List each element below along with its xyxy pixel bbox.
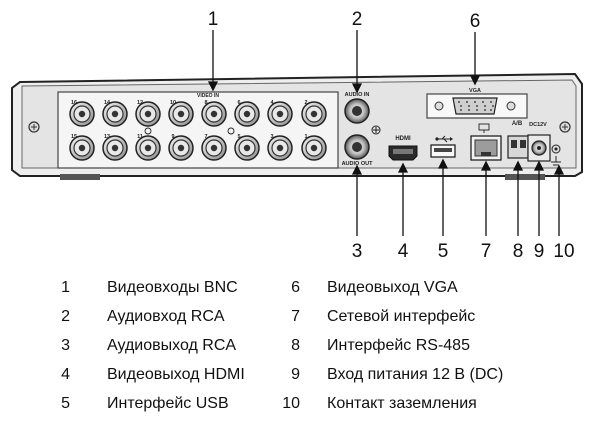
legend-item-text: Сетевой интерфейс [327, 308, 476, 325]
callout-5: 5 [438, 241, 449, 262]
video-in-label: VIDEO IN [197, 93, 219, 99]
legend-item-number: 7 [291, 308, 300, 325]
legend-item-number: 6 [291, 279, 300, 296]
legend-item-number: 10 [282, 395, 300, 412]
callout-1: 1 [208, 9, 219, 30]
dc-label: DC12V [529, 122, 547, 128]
bnc-connector: 9 [168, 134, 194, 161]
screw-right [559, 121, 571, 133]
legend-item-number: 4 [61, 366, 70, 383]
bnc-channel-label: 11 [137, 134, 143, 140]
bnc-connector: 1 [301, 134, 327, 161]
vga-label: VGA [469, 88, 481, 94]
bnc-channel-label: 2 [304, 100, 307, 106]
legend-item-text: Видеовыход HDMI [107, 366, 245, 383]
legend-item-number: 5 [61, 395, 70, 412]
callout-3: 3 [352, 241, 363, 262]
ground-terminal [551, 144, 561, 166]
legend-item-number: 3 [61, 337, 70, 354]
legend-item-number: 2 [61, 308, 70, 325]
ethernet-port [470, 123, 502, 161]
legend-item-text: Видеовходы BNC [107, 279, 238, 296]
gnd-screw-icon [144, 127, 152, 135]
legend-item-text: Интерфейс RS-485 [327, 337, 470, 354]
bnc-connector: 15 [69, 134, 95, 161]
bnc-connector: 14 [102, 100, 128, 127]
bnc-connector: 8 [201, 100, 227, 127]
legend-item-text: Аудиовыход RCA [107, 337, 237, 354]
legend: 1 Видеовходы BNC 2 Аудиовход RCA 3 Аудиовыход… [0, 270, 600, 430]
legend-item-text: Вход питания 12 В (DC) [327, 366, 504, 383]
bnc-channel-label: 10 [170, 100, 176, 106]
bnc-channel-label: 13 [104, 134, 110, 140]
callout-10: 10 [553, 241, 574, 262]
gnd-symbol [371, 125, 381, 135]
bnc-channel-label: 8 [204, 100, 207, 106]
callout-4: 4 [398, 241, 409, 262]
bnc-connector: 3 [267, 134, 293, 161]
ground-icon [551, 156, 561, 166]
screw-left [28, 121, 40, 133]
ab-label: A/B [512, 121, 523, 127]
bnc-connector: 2 [301, 100, 327, 127]
bnc-connector: 12 [135, 100, 161, 127]
legend-item-number: 1 [61, 279, 70, 296]
legend-item-text: Аудиовход RCA [107, 308, 225, 325]
bnc-channel-label: 1 [304, 134, 307, 140]
bnc-channel-label: 12 [137, 100, 143, 106]
legend-item-text: Видеовыход VGA [327, 279, 458, 296]
bnc-connector: 4 [267, 100, 293, 127]
bnc-connector: 13 [102, 134, 128, 161]
bnc-channel-label: 16 [71, 100, 77, 106]
network-icon [478, 123, 490, 133]
dc-power-input: DC12V [527, 122, 551, 162]
audio-out-label: AUDIO OUT [342, 161, 374, 167]
legend-item-number: 8 [291, 337, 300, 354]
callout-2: 2 [352, 9, 363, 30]
bnc-channel-label: 14 [104, 100, 111, 106]
bnc-channel-label: 7 [204, 134, 207, 140]
bnc-channel-label: 15 [71, 134, 77, 140]
hdmi-label: HDMI [395, 136, 411, 142]
gnd-screw-icon [227, 127, 235, 135]
bnc-connector: 7 [201, 134, 227, 161]
bnc-connector: 6 [234, 100, 260, 127]
hdmi-port: HDMI [388, 136, 418, 161]
legend-item-text: Интерфейс USB [107, 395, 229, 412]
bnc-connector: 5 [234, 134, 260, 161]
callout-6: 6 [470, 11, 481, 32]
bnc-channel-label: 4 [270, 100, 274, 106]
legend-item-number: 9 [291, 366, 300, 383]
bnc-channel-label: 3 [270, 134, 273, 140]
audio-in-label: AUDIO IN [345, 92, 370, 98]
callout-8: 8 [513, 241, 524, 262]
video-in-bnc-group: VIDEO IN 16 14 12 10 8 6 4 2 15 13 11 9 7 5 3 1 [57, 91, 339, 169]
usb-port [430, 135, 456, 158]
audio-in-rca: AUDIO IN [344, 92, 370, 124]
callout-lines [207, 30, 565, 236]
bnc-channel-label: 9 [171, 134, 174, 140]
vga-port: VGA [426, 88, 528, 119]
legend-item-text: Контакт заземления [327, 395, 477, 412]
bnc-channel-label: 5 [237, 134, 240, 140]
bnc-connector: 16 [69, 100, 95, 127]
bnc-channel-label: 6 [237, 100, 240, 106]
usb-icon [435, 135, 453, 143]
callout-7: 7 [481, 241, 492, 262]
bnc-connector: 10 [168, 100, 194, 127]
bnc-connector: 11 [135, 134, 161, 161]
audio-out-rca: AUDIO OUT [342, 134, 374, 167]
callout-9: 9 [534, 241, 545, 262]
